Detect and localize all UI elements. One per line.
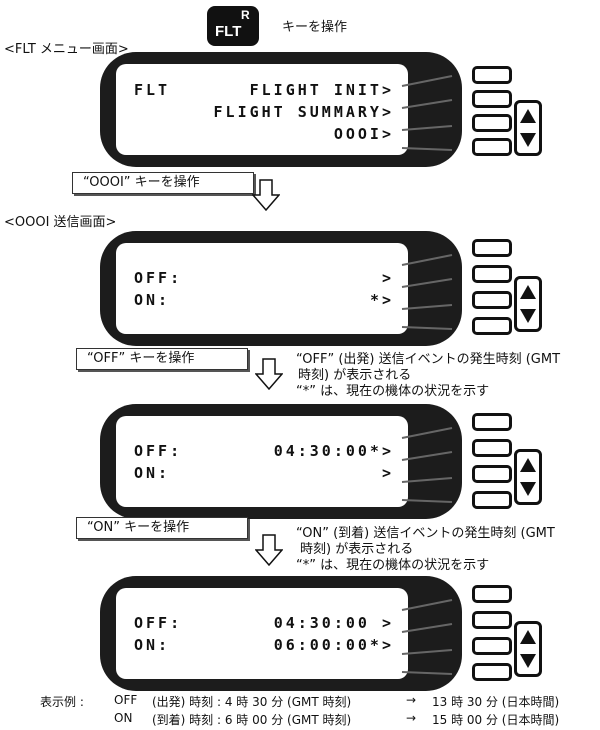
screen-row-left: OFF: — [134, 442, 183, 460]
footer-off-arrow: → — [406, 693, 417, 707]
off-note-line3: “*” は、現在の機体の状況を示す — [296, 384, 490, 399]
footer-on-name: ON — [114, 711, 133, 725]
line-select-key-icon[interactable] — [472, 66, 512, 84]
screen-row-left: OFF: — [134, 269, 183, 287]
cdu-screen: OFF: 04:30:00 > ON: 06:00:00*> — [116, 588, 408, 679]
screen-row-left: ON: — [134, 291, 171, 309]
footer-on-arrow: → — [406, 711, 417, 725]
footer-off-name: OFF — [114, 693, 138, 707]
screen-row-left: OFF: — [134, 614, 183, 632]
line-select-key-icon[interactable] — [472, 413, 512, 431]
line-select-key-icon[interactable] — [472, 114, 512, 132]
down-arrow-icon — [252, 179, 280, 211]
flt-key-superscript: R — [241, 8, 250, 22]
screen-row-right: 04:30:00 > — [273, 614, 394, 632]
on-note-line2: 時刻) が表示される — [300, 542, 414, 557]
screen-row-right: OOOI> — [333, 125, 394, 143]
flt-key-label: FLT — [215, 23, 242, 40]
line-select-key-icon[interactable] — [472, 291, 512, 309]
line-select-key-icon[interactable] — [472, 611, 512, 629]
line-select-key-icon[interactable] — [472, 239, 512, 257]
on-note-line3: “*” は、現在の機体の状況を示す — [296, 558, 490, 573]
oooi-key-action: “OOOI” キーを操作 — [72, 172, 254, 194]
off-note-line2: 時刻) が表示される — [298, 368, 412, 383]
menu-heading: <FLT メニュー画面> — [4, 42, 129, 57]
cdu-display-after-off: OFF: 04:30:00*> ON: > — [100, 404, 462, 519]
up-down-arrow-icon[interactable] — [514, 621, 542, 677]
footer-off-desc: (出発) 時刻 : 4 時 30 分 (GMT 時刻) — [152, 695, 352, 709]
flt-key-icon[interactable]: FLT R — [207, 6, 259, 46]
line-select-key-icon[interactable] — [472, 138, 512, 156]
screen-row-right: 06:00:00*> — [273, 636, 394, 654]
up-down-arrow-icon[interactable] — [514, 449, 542, 505]
screen-bevel — [401, 427, 453, 503]
off-note-line1: “OFF” (出発) 送信イベントの発生時刻 (GMT — [296, 352, 561, 367]
screen-row-right: > — [381, 269, 394, 287]
on-note-line1: “ON” (到着) 送信イベントの発生時刻 (GMT — [296, 526, 555, 541]
footer-off-result: 13 時 30 分 (日本時間) — [432, 695, 560, 709]
screen-row-left: FLT — [134, 81, 171, 99]
screen-row-right: FLIGHT INIT> — [249, 81, 394, 99]
cdu-display-menu: FLT FLIGHT INIT> FLIGHT SUMMARY> OOOI> — [100, 52, 462, 167]
line-select-key-icon[interactable] — [472, 90, 512, 108]
line-select-key-icon[interactable] — [472, 663, 512, 681]
line-select-key-icon[interactable] — [472, 637, 512, 655]
screen-row-left: ON: — [134, 464, 171, 482]
up-down-arrow-icon[interactable] — [514, 100, 542, 156]
cdu-screen: OFF: 04:30:00*> ON: > — [116, 416, 408, 507]
line-select-key-icon[interactable] — [472, 465, 512, 483]
footer-label: 表示例 : — [40, 695, 84, 709]
line-select-key-icon[interactable] — [472, 585, 512, 603]
flt-key-instruction: キーを操作 — [282, 20, 348, 35]
screen-bevel — [401, 599, 453, 675]
screen-row-left: ON: — [134, 636, 171, 654]
on-key-action: “ON” キーを操作 — [76, 517, 248, 539]
cdu-display-send-initial: OFF: > ON: *> — [100, 231, 462, 346]
screen-row-right: > — [381, 464, 394, 482]
screen-row-right: FLIGHT SUMMARY> — [213, 103, 394, 121]
line-select-key-icon[interactable] — [472, 491, 512, 509]
line-select-key-icon[interactable] — [472, 265, 512, 283]
screen-row-right: *> — [369, 291, 394, 309]
line-select-key-icon[interactable] — [472, 439, 512, 457]
up-down-arrow-icon[interactable] — [514, 276, 542, 332]
screen-bevel — [401, 75, 453, 151]
down-arrow-icon — [255, 358, 283, 390]
cdu-display-after-on: OFF: 04:30:00 > ON: 06:00:00*> — [100, 576, 462, 691]
send-heading: <OOOI 送信画面> — [4, 215, 117, 230]
screen-bevel — [401, 254, 453, 330]
cdu-screen: OFF: > ON: *> — [116, 243, 408, 334]
off-key-action: “OFF” キーを操作 — [76, 348, 248, 370]
footer-on-result: 15 時 00 分 (日本時間) — [432, 713, 560, 727]
line-select-key-icon[interactable] — [472, 317, 512, 335]
screen-row-right: 04:30:00*> — [273, 442, 394, 460]
footer-on-desc: (到着) 時刻 : 6 時 00 分 (GMT 時刻) — [152, 713, 352, 727]
cdu-screen: FLT FLIGHT INIT> FLIGHT SUMMARY> OOOI> — [116, 64, 408, 155]
down-arrow-icon — [255, 534, 283, 566]
